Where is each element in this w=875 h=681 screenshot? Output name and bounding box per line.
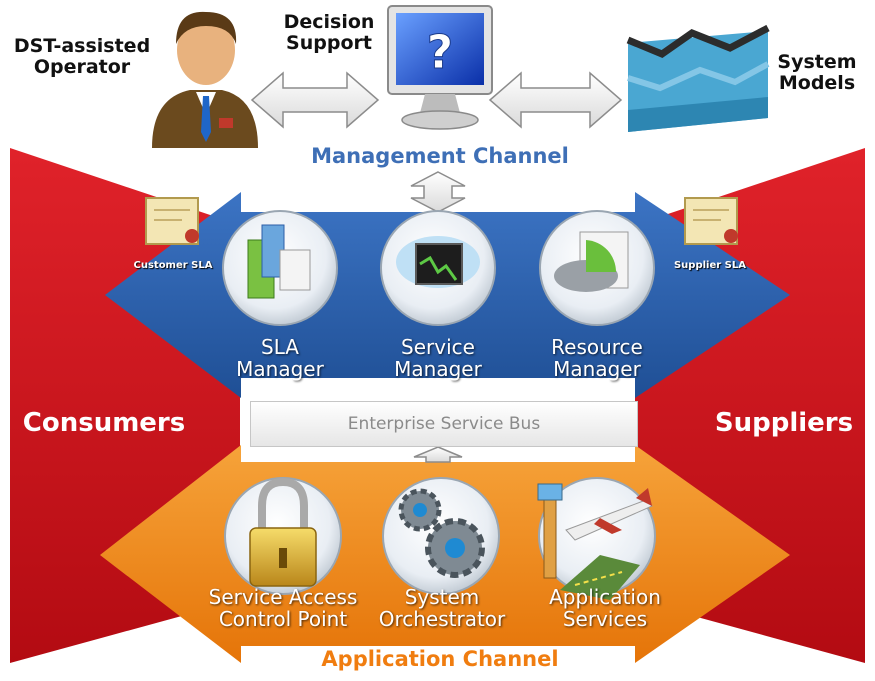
customer-sla-certificate-icon [145,197,199,245]
resource-manager-icon [539,210,655,326]
system-models-label: System Models [764,51,870,95]
system-orchestrator-label: System Orchestrator [372,586,512,631]
airport-icon [537,477,656,600]
svg-text:?: ? [427,25,454,79]
sla-manager-icon [222,210,338,326]
supplier-sla-certificate-icon [684,197,738,245]
application-services-line2: Services [562,607,648,632]
decision-models-arrow [488,71,623,129]
monitor-icon: ? [387,5,493,130]
operator-label-line1: DST-assisted [13,35,151,57]
supplier-sla-label: Supplier SLA [673,260,746,271]
padlock-icon [224,477,342,595]
operator-label-line2: Operator [33,56,131,79]
decision-support-line1: Decision [283,11,375,33]
resource-manager-line2: Manager [553,357,641,382]
operator-label: DST-assisted Operator [12,35,152,79]
application-services-label: Application Services [535,586,675,631]
operator-icon [152,11,258,148]
decision-support-line2: Support [286,32,372,55]
application-services-line1: Application [549,585,661,609]
service-manager-line2: Manager [394,357,482,382]
suppliers-label: Suppliers [714,408,854,438]
system-orchestrator-line2: Orchestrator [378,607,506,632]
operator-decision-arrow [250,71,380,129]
resource-manager-label: Resource Manager [537,336,657,381]
management-channel-title: Management Channel [311,144,569,168]
customer-sla-label: Customer SLA [133,260,213,271]
gears-icon [382,477,500,595]
bus-vertical-arrow [413,446,463,463]
sla-manager-label: SLA Manager [220,336,340,381]
service-access-line1: Service Access [208,585,358,609]
service-access-line2: Control Point [218,607,348,632]
management-vertical-arrow [410,171,466,213]
consumers-label: Consumers [22,408,186,438]
sla-manager-line1: SLA [261,335,299,359]
sla-manager-line2: Manager [236,357,324,382]
system-models-icon [626,24,770,132]
service-manager-label: Service Manager [378,336,498,381]
enterprise-service-bus: Enterprise Service Bus [250,401,638,447]
system-models-line2: Models [778,72,856,95]
decision-support-label: Decision Support [270,11,388,55]
resource-manager-line1: Resource [551,335,643,359]
system-models-line1: System [777,51,857,73]
service-access-label: Service Access Control Point [205,586,361,631]
service-manager-icon [380,210,496,326]
system-orchestrator-line1: System [404,585,480,609]
service-manager-line1: Service [401,335,475,359]
application-channel-title: Application Channel [321,647,559,671]
